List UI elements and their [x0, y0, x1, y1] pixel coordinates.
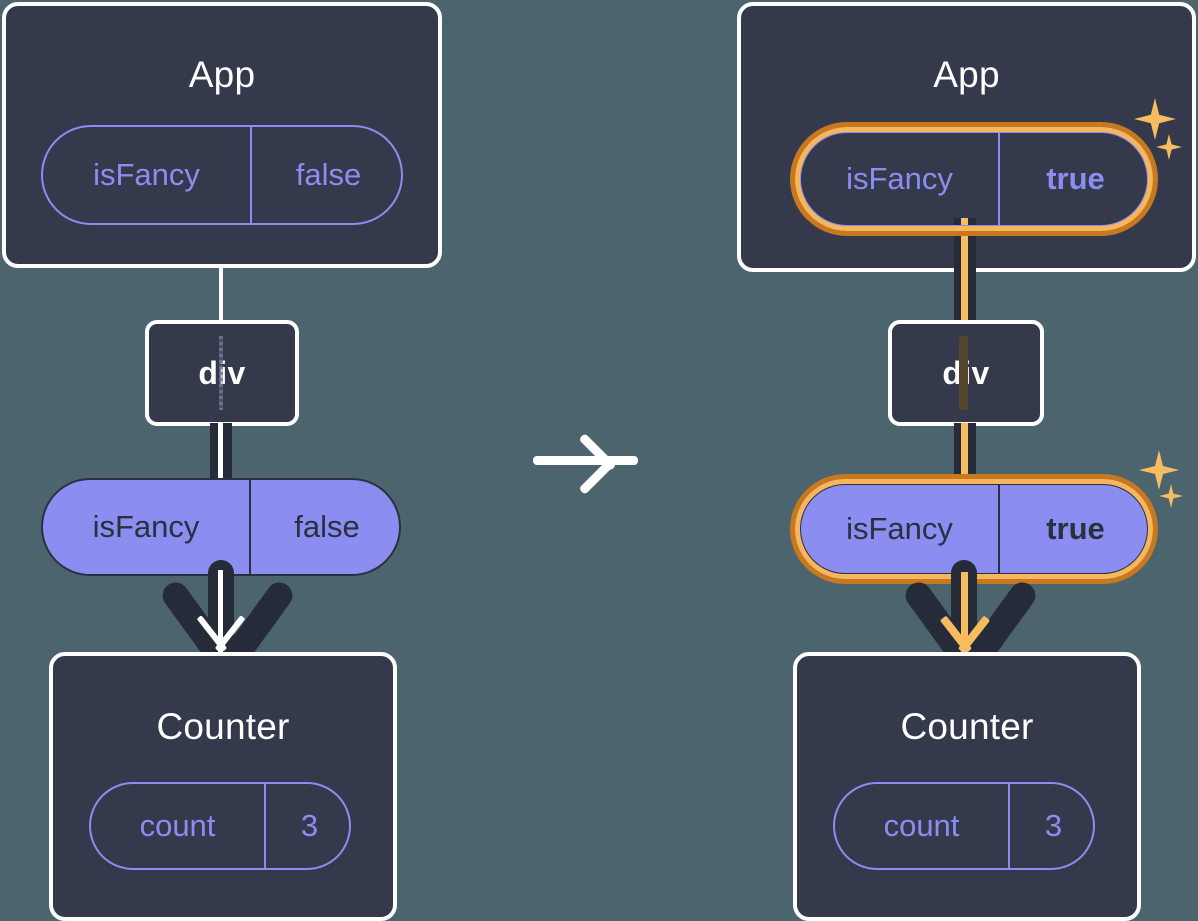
app-state-pill-after: isFancy true: [799, 131, 1149, 227]
prop-value-after: true: [998, 485, 1147, 573]
connector-div-to-prop-core-before: [218, 423, 223, 485]
counter-state-key-after: count: [883, 808, 960, 843]
connector-through-div-after: [959, 336, 968, 410]
app-title-after: App: [933, 54, 1000, 95]
panel-before: App isFancy false div isFancy false: [0, 0, 540, 921]
transition-arrow-shaft: [533, 456, 638, 465]
app-state-key-after: isFancy: [846, 161, 953, 196]
prop-key-before: isFancy: [92, 509, 200, 544]
app-state-value-after: true: [998, 133, 1147, 225]
connector-prop-to-counter-core-before: [218, 570, 223, 658]
counter-state-key-before: count: [139, 808, 216, 843]
panel-after: App isFancy true div isFancy true: [658, 0, 1198, 921]
connector-prop-to-counter-core-after: [961, 572, 968, 660]
app-title-before: App: [188, 54, 256, 95]
connector-app-to-div-before: [219, 266, 223, 324]
connector-div-to-prop-core-after: [961, 423, 968, 485]
app-state-pill-before: isFancy false: [41, 125, 403, 225]
counter-state-value-after: 3: [1008, 784, 1093, 868]
connector-through-div-before: [219, 336, 223, 410]
counter-state-pill-after: count 3: [833, 782, 1095, 870]
app-state-key-before: isFancy: [93, 157, 200, 192]
prop-key-after: isFancy: [846, 511, 953, 546]
app-state-value-before: false: [250, 127, 401, 223]
counter-state-value-before: 3: [264, 784, 349, 868]
counter-state-pill-before: count 3: [89, 782, 351, 870]
counter-title-before: Counter: [156, 706, 290, 747]
connector-app-trunk-core-after: [961, 218, 968, 326]
transition-arrow: [533, 415, 648, 507]
counter-title-after: Counter: [900, 706, 1034, 747]
prop-value-before: false: [249, 480, 399, 574]
